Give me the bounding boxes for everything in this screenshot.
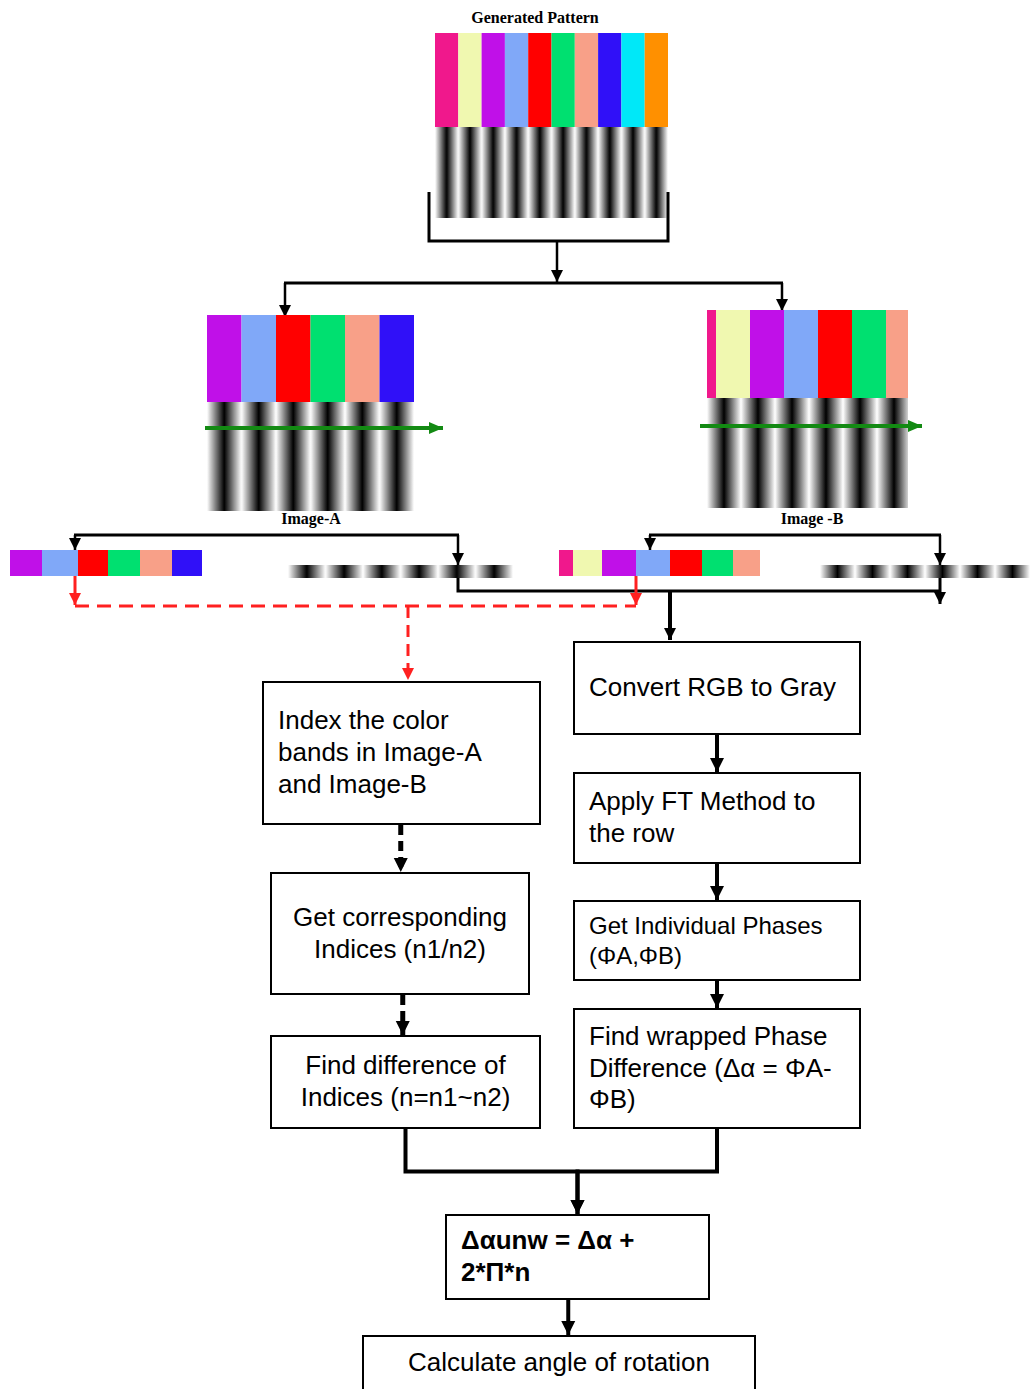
flow-arrow xyxy=(406,1129,578,1214)
box-text: Δαunw = Δα + 2*Π*n xyxy=(461,1225,694,1288)
flow-arrow xyxy=(400,995,405,1035)
drawing-rect xyxy=(645,33,668,127)
flow-arrow xyxy=(578,1129,718,1214)
flow-arrow xyxy=(398,825,403,872)
image-b xyxy=(707,310,908,508)
flow-arrow xyxy=(715,864,719,900)
box-text: Get corresponding Indices (n1/n2) xyxy=(286,902,514,965)
drawing-rect xyxy=(852,310,886,398)
box-text: Apply FT Method to the row xyxy=(589,786,845,849)
drawing-rect xyxy=(621,33,644,127)
drawing-line xyxy=(75,605,636,608)
drawing-line xyxy=(74,535,77,550)
drawing-rect xyxy=(435,33,458,127)
drawing-line xyxy=(74,576,77,605)
drawing-rect xyxy=(207,315,242,402)
drawing-rect xyxy=(207,402,414,511)
drawing-line xyxy=(74,534,459,537)
drawing-rect xyxy=(707,310,716,398)
drawing-rect xyxy=(636,550,670,576)
drawing-rect xyxy=(602,550,636,576)
drawing-rect xyxy=(784,310,818,398)
process-box: Get Individual Phases (ΦA,ΦB) xyxy=(573,900,861,981)
box-text: Index the color bands in Image-A and Ima… xyxy=(278,705,525,800)
drawing-line xyxy=(457,535,460,565)
drawing-rect xyxy=(482,33,505,127)
drawing-rect xyxy=(140,550,172,576)
drawing-rect xyxy=(820,565,1030,578)
drawing-rect xyxy=(575,33,598,127)
drawing-rect xyxy=(458,33,481,127)
pattern-title: Generated Pattern xyxy=(435,9,635,27)
process-box: Find difference of Indices (n=n1~n2) xyxy=(270,1035,541,1129)
drawing-rect xyxy=(311,315,346,402)
drawing-rect xyxy=(598,33,621,127)
drawing-rect xyxy=(78,550,108,576)
drawing-line xyxy=(284,282,783,285)
drawing-rect xyxy=(276,315,311,402)
drawing-rect xyxy=(886,310,908,398)
box-text: Calculate angle of rotation xyxy=(378,1347,740,1379)
drawing-rect xyxy=(573,550,602,576)
result-box: Calculate angle of rotation xyxy=(362,1335,756,1389)
image-label: Image-A xyxy=(211,510,411,528)
drawing-rect xyxy=(42,550,78,576)
drawing-polyline xyxy=(458,578,940,591)
drawing-rect xyxy=(716,310,750,398)
flow-arrow xyxy=(715,735,719,772)
drawing-rect xyxy=(242,315,277,402)
drawing-rect xyxy=(10,550,42,576)
box-text: Get Individual Phases (ΦA,ΦB) xyxy=(589,911,845,970)
drawing-line xyxy=(668,591,672,640)
drawing-line xyxy=(284,283,287,317)
drawing-line xyxy=(649,535,652,550)
flow-arrow xyxy=(715,981,719,1008)
drawing-line xyxy=(939,535,942,565)
row-strips xyxy=(10,550,1030,578)
drawing-rect xyxy=(345,315,380,402)
drawing-rect xyxy=(707,398,908,508)
drawing-line xyxy=(556,241,559,282)
box-text: Find wrapped Phase Difference (Δα = ΦA-Φ… xyxy=(589,1021,845,1116)
drawing-rect xyxy=(505,33,528,127)
drawing-rect xyxy=(702,550,733,576)
image-a xyxy=(207,315,414,511)
drawing-rect xyxy=(380,315,415,402)
generated-pattern xyxy=(435,33,668,218)
drawing-rect xyxy=(670,550,702,576)
drawing-line xyxy=(635,576,638,605)
box-text: Convert RGB to Gray xyxy=(589,672,845,704)
drawing-line xyxy=(781,283,784,311)
drawing-line xyxy=(649,534,941,537)
process-box: Index the color bands in Image-A and Ima… xyxy=(262,681,541,825)
drawing-rect xyxy=(435,127,668,218)
drawing-rect xyxy=(750,310,784,398)
drawing-line xyxy=(700,424,922,428)
drawing-rect xyxy=(733,550,760,576)
drawing-line xyxy=(205,426,443,430)
drawing-rect xyxy=(818,310,852,398)
process-box: Apply FT Method to the row xyxy=(573,772,861,864)
process-box: Get corresponding Indices (n1/n2) xyxy=(270,872,530,995)
drawing-line xyxy=(939,578,942,604)
process-box: Find wrapped Phase Difference (Δα = ΦA-Φ… xyxy=(573,1008,861,1129)
drawing-rect xyxy=(172,550,202,576)
drawing-rect xyxy=(559,550,573,576)
drawing-polyline xyxy=(429,192,668,241)
flow-arrow xyxy=(566,1300,570,1335)
process-box: Convert RGB to Gray xyxy=(573,641,861,735)
drawing-rect xyxy=(552,33,575,127)
drawing-rect xyxy=(288,565,513,578)
drawing-rect xyxy=(108,550,140,576)
image-label: Image -B xyxy=(712,510,912,528)
drawing-rect xyxy=(528,33,551,127)
formula-box: Δαunw = Δα + 2*Π*n xyxy=(445,1214,710,1300)
drawing-line xyxy=(407,606,410,680)
box-text: Find difference of Indices (n=n1~n2) xyxy=(286,1050,525,1113)
